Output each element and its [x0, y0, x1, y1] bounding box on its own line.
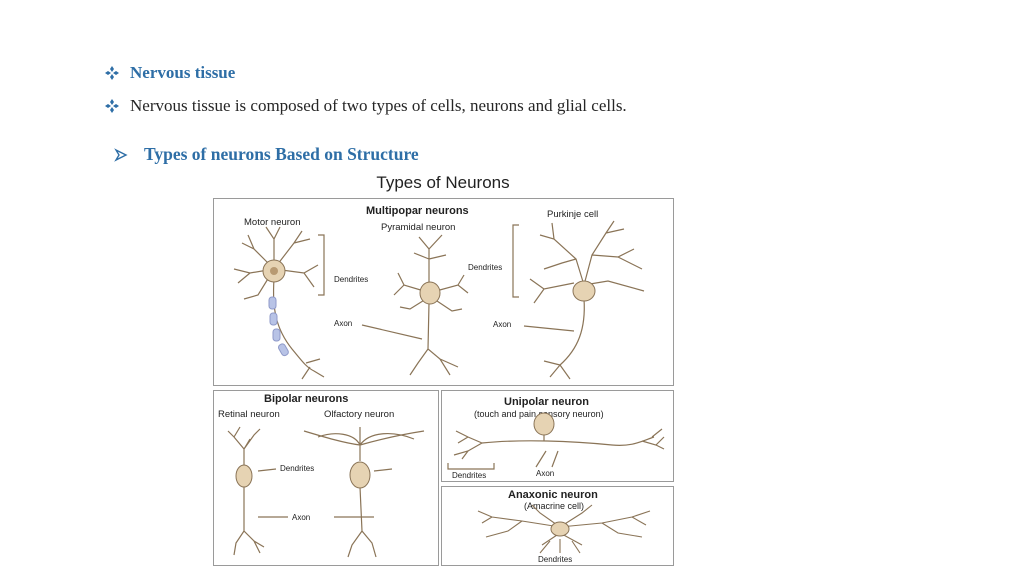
retinal-neuron-label: Retinal neuron [218, 409, 280, 420]
unipolar-neuron-drawing [447, 412, 665, 470]
motor-neuron-label: Motor neuron [244, 217, 301, 228]
sub-heading: Types of neurons Based on Structure [144, 144, 419, 164]
arrow-bullet-icon [114, 147, 128, 162]
axon-label: Axon [334, 319, 353, 328]
unipolar-heading: Unipolar neuron [504, 396, 589, 408]
dendrites-label: Dendrites [452, 471, 487, 480]
olfactory-neuron-label: Olfactory neuron [324, 409, 395, 420]
anaxonic-heading: Anaxonic neuron [508, 489, 598, 501]
anaxonic-panel: Anaxonic neuron (Amacrine cell) Dendrite… [441, 486, 674, 566]
diamond-bullet-icon [104, 65, 120, 81]
bullet-composition: Nervous tissue is composed of two types … [104, 96, 627, 116]
multipolar-neurons-drawing [233, 220, 645, 380]
section-heading: Nervous tissue [130, 63, 236, 82]
purkinje-cell-label: Purkinje cell [547, 209, 599, 220]
anaxonic-neuron-drawing [477, 504, 651, 554]
pyramidal-neuron-label: Pyramidal neuron [381, 222, 456, 233]
bipolar-neurons-drawing [227, 426, 425, 558]
unipolar-panel: Unipolar neuron (touch and pain sensory … [441, 390, 674, 482]
neuron-types-figure: Types of Neurons Multipopar neurons Moto… [210, 170, 676, 570]
dendrites-label: Dendrites [280, 464, 315, 473]
bullet-nervous-tissue: Nervous tissue [104, 63, 235, 83]
axon-label: Axon [493, 320, 512, 329]
multipolar-panel: Multipopar neurons Motor neuron Pyramida… [213, 198, 674, 386]
axon-label: Axon [292, 513, 311, 522]
dendrites-label: Dendrites [468, 263, 503, 272]
anaxonic-subtitle: (Amacrine cell) [524, 501, 585, 511]
sub-bullet-types: Types of neurons Based on Structure [114, 144, 419, 165]
composition-text: Nervous tissue is composed of two types … [130, 96, 627, 115]
diamond-bullet-icon [104, 98, 120, 114]
dendrites-label: Dendrites [334, 275, 369, 284]
figure-title: Types of Neurons [376, 173, 510, 192]
bipolar-heading: Bipolar neurons [264, 393, 349, 405]
axon-label: Axon [536, 469, 555, 478]
bipolar-panel: Bipolar neurons Retinal neuron Olfactory… [213, 390, 439, 566]
dendrites-label: Dendrites [538, 555, 573, 564]
multipolar-heading: Multipopar neurons [366, 205, 469, 217]
